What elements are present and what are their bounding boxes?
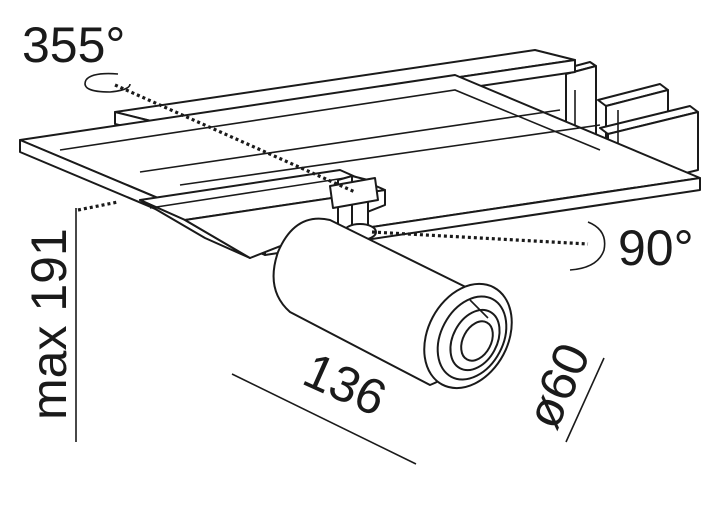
height-dimension <box>75 200 119 442</box>
rotation-90-indicator <box>371 221 606 271</box>
height-label: max 191 <box>21 228 77 420</box>
rotation-horizontal-label: 355° <box>22 17 125 73</box>
length-dimension <box>231 373 417 465</box>
spotlight-cylinder <box>272 217 513 390</box>
rotation-355-indicator <box>84 72 356 194</box>
rotation-vertical-label: 90° <box>618 220 694 276</box>
diameter-label: ø60 <box>515 335 601 436</box>
diameter-dimension <box>565 357 605 443</box>
